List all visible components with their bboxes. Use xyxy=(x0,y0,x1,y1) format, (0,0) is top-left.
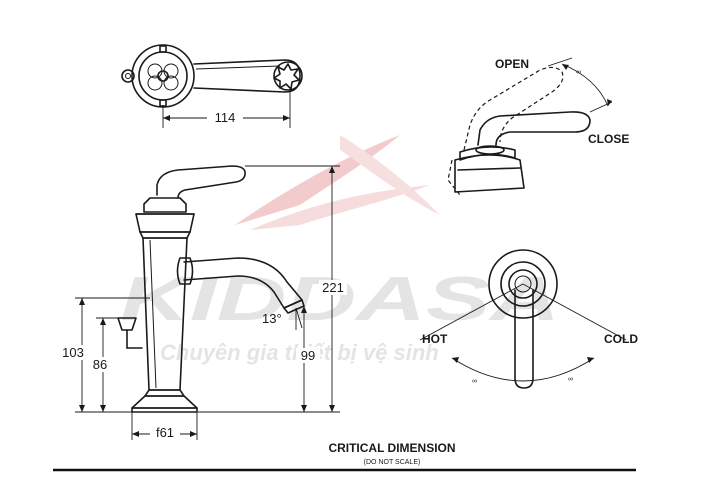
side-view: 221 99 13° 103 86 f61 xyxy=(60,165,347,440)
watermark-swoosh xyxy=(250,185,430,230)
hot-cold-view: ∞ ∞ HOT COLD xyxy=(419,249,638,389)
svg-text:∞: ∞ xyxy=(472,378,477,385)
label-hot: HOT xyxy=(422,332,448,346)
label-cold: COLD xyxy=(604,332,638,346)
watermark-swoosh xyxy=(340,135,440,215)
dim-height-spout: 99 xyxy=(301,348,315,363)
dim-spout-angle: 13° xyxy=(262,311,282,326)
footer-subtitle: (DO NOT SCALE) xyxy=(364,459,421,466)
svg-text:∞: ∞ xyxy=(576,69,581,76)
footer: CRITICAL DIMENSION (DO NOT SCALE) xyxy=(53,441,636,472)
label-close: CLOSE xyxy=(588,132,629,146)
label-open: OPEN xyxy=(495,57,529,71)
dim-height-base: 103 xyxy=(62,345,84,360)
open-close-view: ∞ OPEN CLOSE xyxy=(447,57,629,196)
footer-title: CRITICAL DIMENSION xyxy=(328,441,455,455)
dim-height-total: 221 xyxy=(322,280,344,295)
top-view: 114 xyxy=(121,44,303,128)
watermark: KIDDASA Chuyên gia thiết bị vệ sinh xyxy=(120,135,560,365)
dim-base-diameter: f61 xyxy=(156,425,174,440)
svg-text:∞: ∞ xyxy=(568,376,573,383)
watermark-brand: KIDDASA xyxy=(120,265,560,334)
dim-height-inner: 86 xyxy=(93,357,107,372)
dim-handle-width: 114 xyxy=(215,110,236,125)
